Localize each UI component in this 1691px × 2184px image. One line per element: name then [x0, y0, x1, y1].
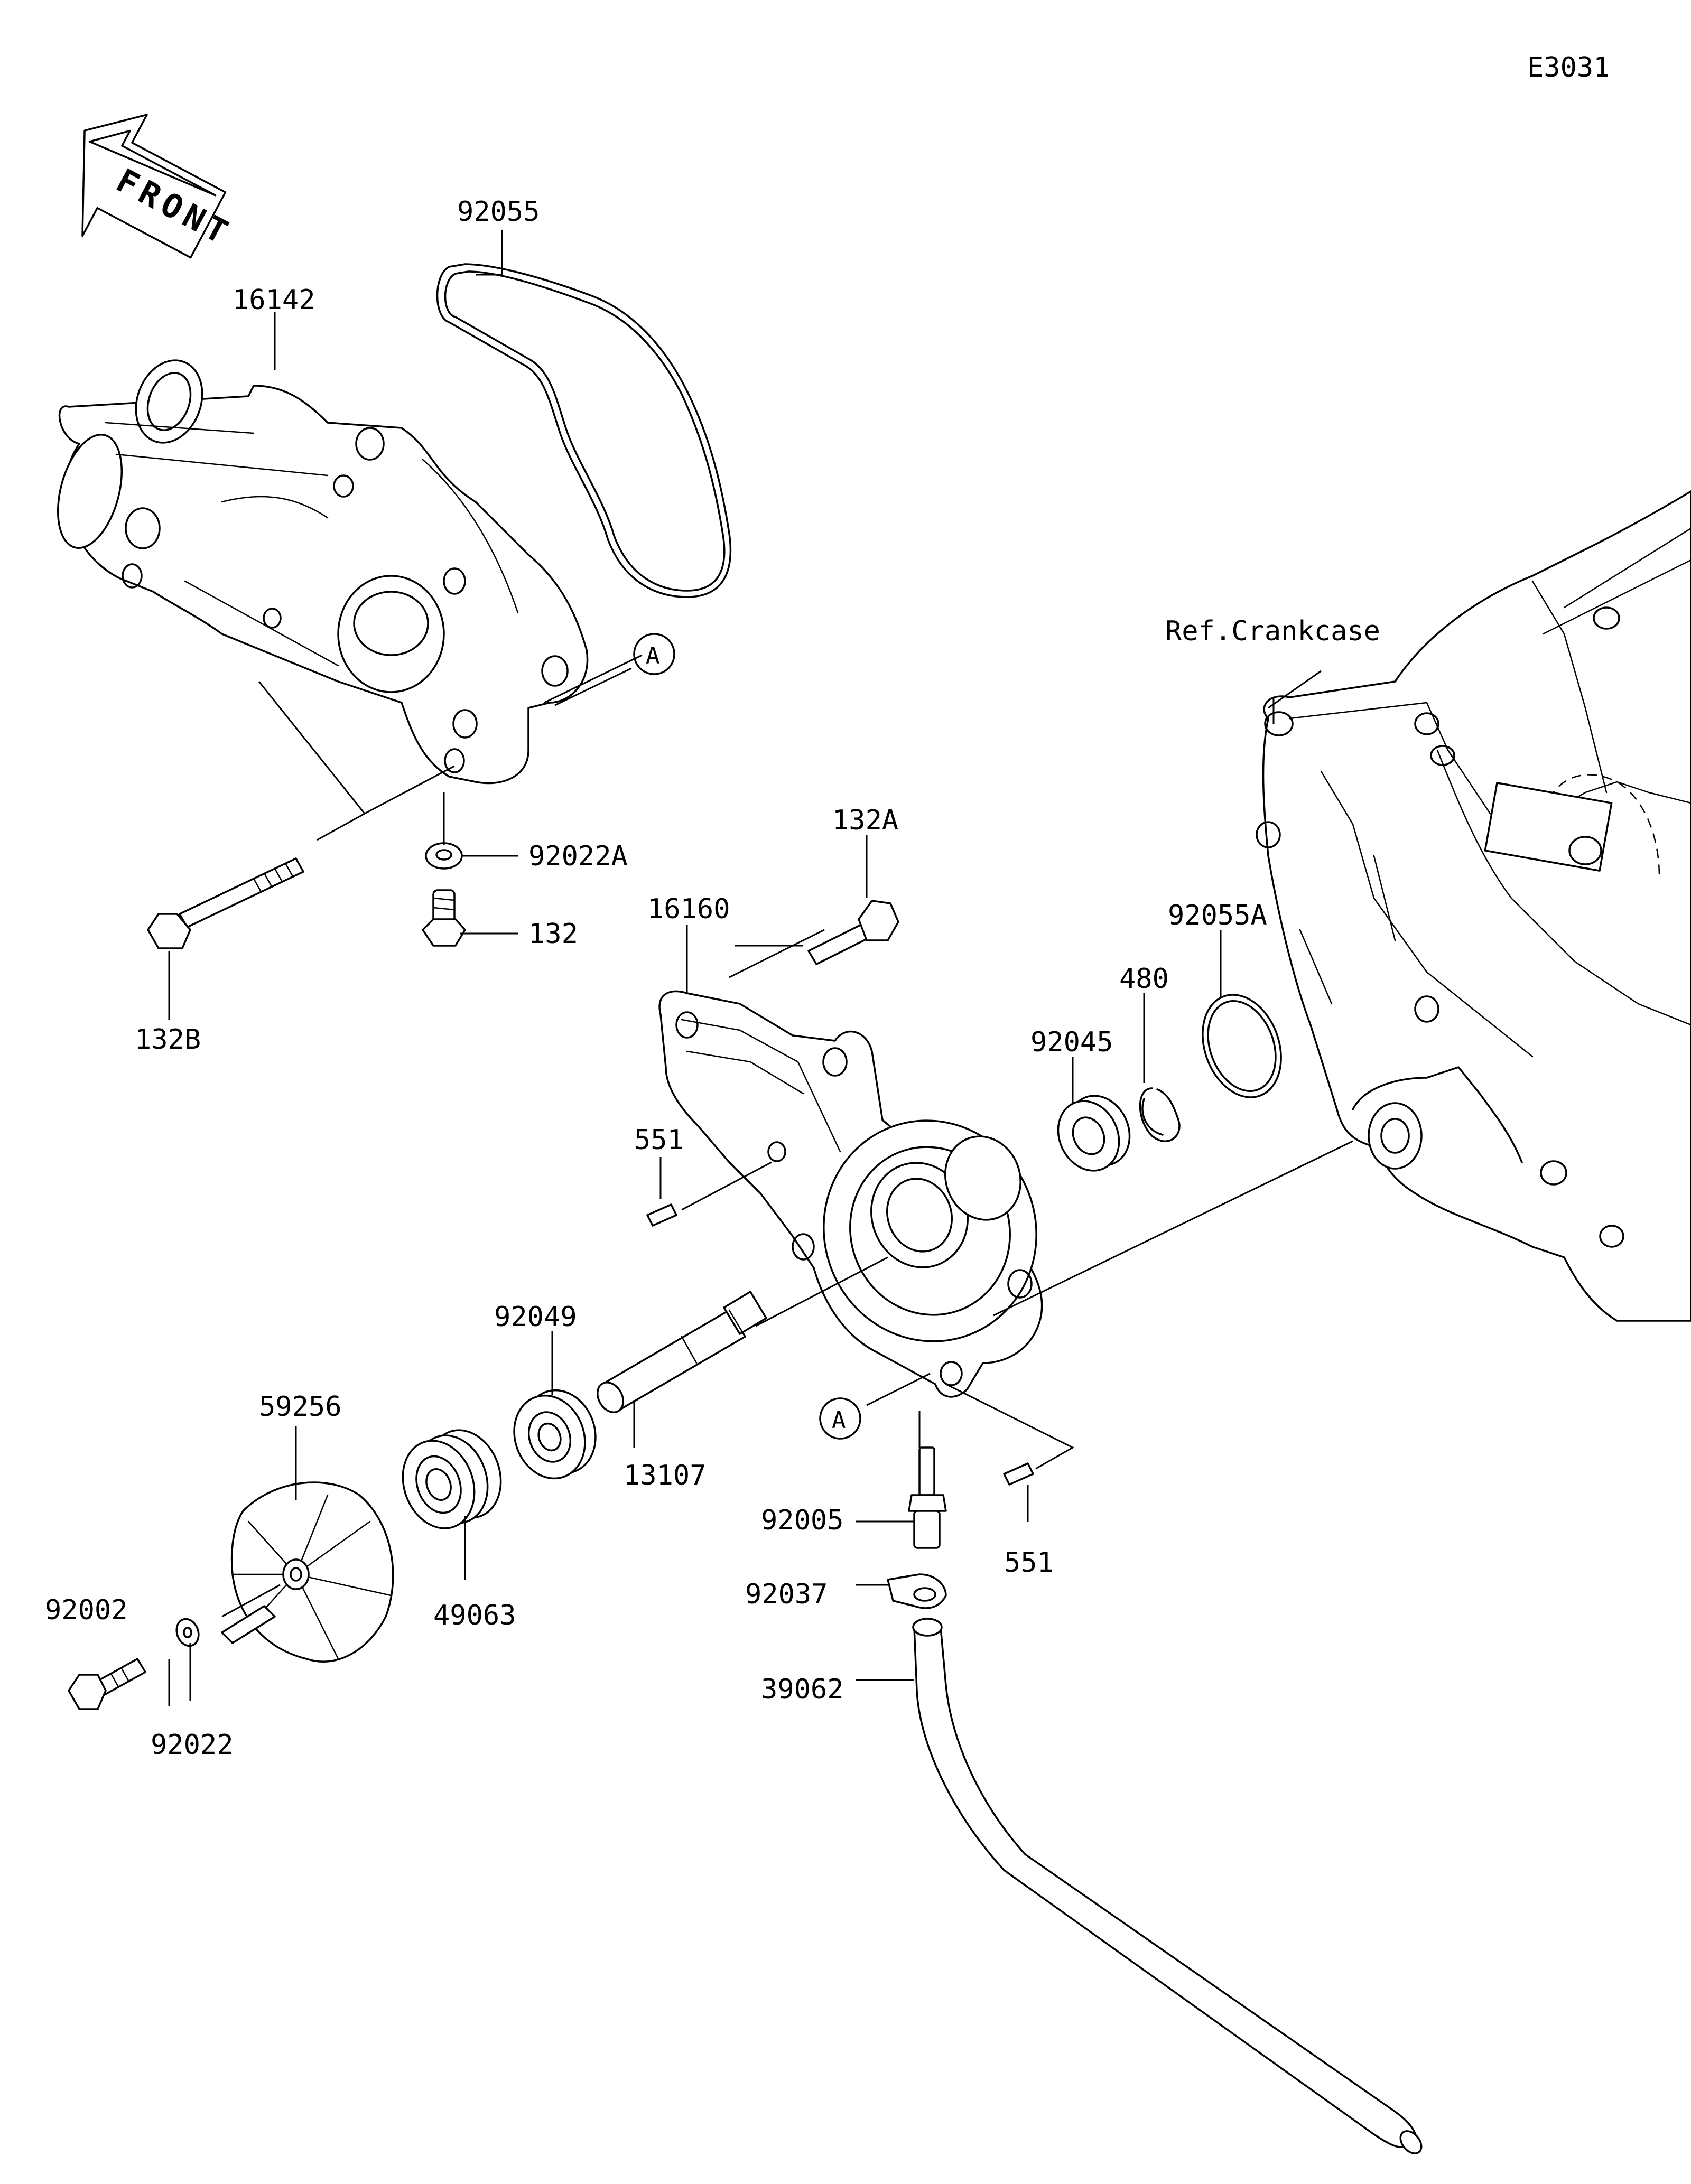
bolt-92002 — [68, 1658, 146, 1710]
part-label-551-right: 551 — [1004, 1547, 1054, 1579]
oil-seal-92049 — [513, 1389, 597, 1480]
leader-lines — [168, 230, 1353, 1706]
clamp-92037 — [887, 1573, 947, 1609]
circlip-480 — [1139, 1087, 1181, 1142]
part-label-92037: 92037 — [745, 1579, 828, 1610]
o-ring-92055A — [1202, 994, 1282, 1098]
bolt-132A — [807, 900, 899, 965]
part-label-92055A: 92055A — [1168, 900, 1267, 931]
water-pump-cover-16142 — [57, 359, 589, 785]
svg-text:A: A — [646, 642, 660, 669]
dowel-pin-551-right — [1003, 1462, 1034, 1486]
part-label-480: 480 — [1119, 963, 1169, 995]
part-label-92045: 92045 — [1030, 1026, 1113, 1058]
callout-a-top: A — [633, 633, 675, 675]
ref-crankcase-label: Ref.Crankcase — [1165, 615, 1380, 647]
bolt-132 — [422, 889, 466, 947]
part-label-92049: 92049 — [494, 1301, 577, 1333]
part-label-92005: 92005 — [761, 1505, 844, 1536]
part-label-16142: 16142 — [233, 284, 315, 316]
front-direction-arrow: FRONT — [81, 114, 239, 259]
callout-a-bottom: A — [819, 1397, 861, 1440]
o-ring-92055 — [436, 263, 732, 598]
part-label-92002: 92002 — [45, 1594, 128, 1626]
pump-shaft-13107 — [597, 1291, 767, 1413]
part-label-132A: 132A — [832, 805, 898, 836]
oil-seal-92045 — [1057, 1095, 1131, 1172]
diagram-code: E3031 — [1527, 52, 1610, 83]
washer-92022 — [175, 1618, 200, 1647]
part-label-92022: 92022 — [151, 1729, 234, 1761]
hose-39062 — [912, 1618, 1423, 2154]
bolt-132B — [147, 857, 304, 949]
dowel-pin-551-left — [646, 1203, 677, 1227]
pump-body-16160 — [658, 990, 1043, 1398]
mechanical-seal-49063 — [402, 1429, 502, 1529]
part-label-39062: 39062 — [761, 1674, 844, 1705]
fitting-92005 — [908, 1446, 947, 1549]
part-label-551-left: 551 — [634, 1124, 684, 1156]
crankcase-reference — [1256, 490, 1691, 1322]
part-label-49063: 49063 — [433, 1600, 516, 1631]
part-label-16160: 16160 — [647, 893, 730, 925]
part-label-92055: 92055 — [457, 196, 540, 228]
part-label-132B: 132B — [135, 1024, 201, 1056]
part-label-92022A: 92022A — [528, 841, 628, 872]
part-label-59256: 59256 — [259, 1391, 342, 1423]
impeller-59256 — [221, 1481, 394, 1663]
svg-text:A: A — [832, 1407, 846, 1434]
part-label-132: 132 — [528, 918, 578, 950]
part-label-13107: 13107 — [624, 1460, 707, 1491]
washer-92022A — [425, 842, 463, 870]
